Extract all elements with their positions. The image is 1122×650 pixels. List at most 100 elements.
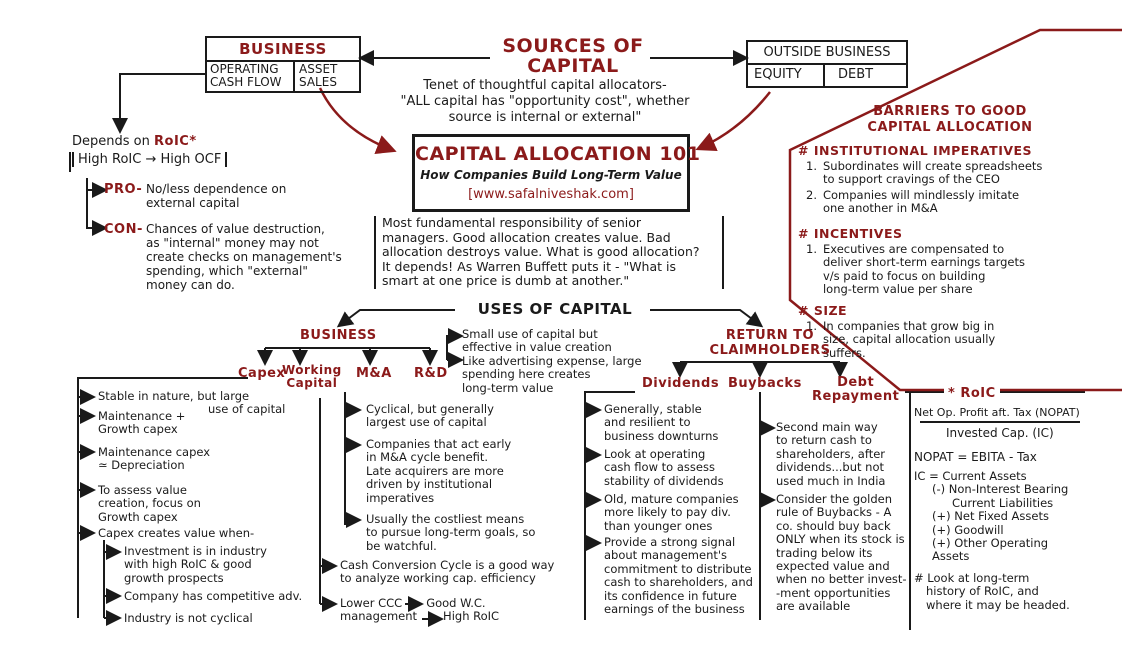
capex-item: Maintenance capex≃ Depreciation	[98, 445, 211, 473]
institutional-imperatives-heading: # INSTITUTIONAL IMPERATIVES	[798, 143, 1033, 158]
return-to-claimholders-heading: RETURN TO CLAIMHOLDERS	[705, 328, 835, 358]
ic-line: (-) Non-Interest Bearing	[932, 482, 1069, 497]
wc-title-line: Working	[282, 363, 342, 377]
cell-line: CASH FLOW	[210, 75, 282, 89]
return-title-line: RETURN TO	[725, 328, 815, 343]
depends-label: Depends on	[72, 134, 150, 149]
barrier-item: 1. Subordinates will create spreadsheets…	[806, 159, 1066, 187]
responsibility-line: allocation destroys value. What is good …	[382, 244, 700, 259]
roic-box-title: * RoIC	[944, 386, 1000, 401]
responsibility-note: Most fundamental responsibility of senio…	[374, 215, 724, 289]
high-roic: High RoIC	[78, 152, 142, 167]
ic-line: IC = Current Assets	[914, 469, 1027, 483]
outside-business-box: OUTSIDE BUSINESS EQUITY DEBT	[746, 40, 908, 88]
ic-definition: IC = Current Assets (-) Non-Interest Bea…	[914, 469, 1084, 564]
nopat-definition: NOPAT = EBITA - Tax	[914, 450, 1037, 464]
tenet-line: source is internal or external"	[448, 110, 642, 125]
item-number: 1.	[806, 319, 817, 333]
capex-sub-item: Company has competitive adv.	[124, 589, 303, 603]
note-line: # Look at long-term	[914, 571, 1030, 585]
sources-title-line1: SOURCES OF	[502, 35, 644, 57]
capex-item: Capex creates value when-	[98, 526, 255, 540]
uses-business-heading: BUSINESS	[300, 328, 377, 343]
pro-line: No/less dependence on	[146, 182, 287, 196]
main-title: CAPITAL ALLOCATION 101	[415, 143, 701, 165]
rd-notes: Small use of capital but effective in va…	[462, 327, 642, 395]
responsibility-line: smart at one price is dumb at another."	[382, 273, 630, 288]
ic-line: Current Liabilities	[952, 495, 1054, 510]
equity-cell: EQUITY	[754, 67, 802, 82]
size-heading: # SIZE	[798, 303, 848, 318]
rd-heading: R&D	[414, 366, 448, 381]
item-number: 1.	[806, 242, 817, 256]
note-line: history of RoIC, and	[926, 584, 1039, 599]
site-url: [www.safalniveshak.com]	[468, 187, 634, 202]
note-line: where it may be headed.	[926, 597, 1070, 612]
pro-label: PRO-	[104, 182, 143, 197]
roic-label: RoIC*	[154, 134, 197, 149]
high-ocf: High OCF	[160, 152, 222, 167]
responsibility-line: It depends! As Warren Buffett puts it - …	[382, 258, 676, 274]
depends-on-roic: Depends on RoIC*	[72, 134, 197, 149]
outside-box-title: OUTSIDE BUSINESS	[763, 45, 891, 60]
asset-sales-cell: ASSET SALES	[299, 63, 337, 89]
pro-text: No/less dependence on external capital	[146, 182, 346, 210]
ic-line: (+) Goodwill	[932, 522, 1004, 537]
tenet-quote: Tenet of thoughtful capital allocators- …	[380, 78, 710, 126]
dividends-heading: Dividends	[642, 376, 720, 391]
con-line: as "internal" money may not	[146, 236, 319, 250]
institutional-items: 1. Subordinates will create spreadsheets…	[806, 159, 1066, 216]
ic-line: (+) Net Fixed Assets	[932, 509, 1049, 524]
capex-sub-item: Industry is not cyclical	[124, 611, 253, 625]
buybacks-heading: Buybacks	[728, 376, 802, 391]
cell-line: OPERATING	[210, 62, 279, 76]
uses-of-capital-heading: USES OF CAPITAL	[477, 300, 633, 318]
rd-note-line: long-term value	[462, 380, 554, 395]
sources-of-capital-heading: SOURCES OF CAPITAL	[488, 36, 658, 76]
rd-note-line: Small use of capital but	[462, 327, 598, 341]
working-capital-heading: Working Capital	[282, 364, 342, 390]
capex-heading: Capex	[238, 366, 286, 381]
con-line: spending, which "external"	[146, 264, 308, 278]
main-subtitle: How Companies Build Long-Term Value	[420, 168, 682, 182]
tenet-line: "ALL capital has "opportunity cost", whe…	[400, 94, 690, 109]
roic-numerator: Net Op. Profit aft. Tax (NOPAT)	[914, 406, 1080, 419]
pro-line: external capital	[146, 196, 240, 210]
con-line: create checks on management's	[146, 250, 342, 264]
operating-cash-flow-cell: OPERATING CASH FLOW	[210, 63, 282, 89]
roic-ocf-relation: High RoIC → High OCF	[72, 152, 228, 167]
sources-title-line2: CAPITAL	[527, 55, 619, 77]
cell-line: SALES	[299, 75, 337, 89]
return-title-line: CLAIMHOLDERS	[709, 343, 831, 358]
debt-repayment-heading: Debt Repayment	[812, 376, 899, 404]
capex-item: Maintenance +Growth capex	[98, 409, 186, 437]
barriers-title-line: CAPITAL ALLOCATION	[867, 120, 1033, 135]
debt-title-line: Debt	[837, 375, 875, 390]
business-sources-box: BUSINESS OPERATING CASH FLOW ASSET SALES	[205, 36, 361, 93]
responsibility-line: Most fundamental responsibility of senio…	[382, 215, 642, 230]
rd-note-line: effective in value creation	[462, 340, 612, 355]
item-number: 1.	[806, 159, 817, 173]
item-number: 2.	[806, 187, 817, 202]
